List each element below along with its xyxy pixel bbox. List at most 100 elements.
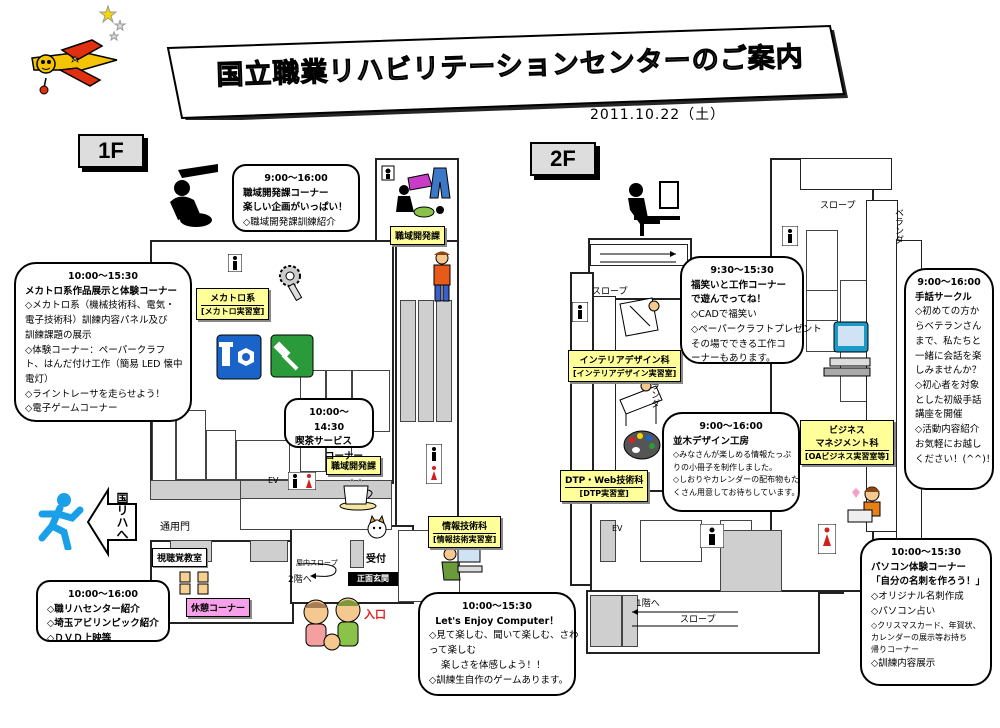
kissa-bubble: 10:00～14:30 喫茶サービス コーナー (284, 398, 374, 462)
restroom-icon (426, 444, 442, 484)
wrench-gear-icon (279, 265, 303, 302)
kyukei-label: 休憩コーナー (186, 598, 251, 617)
elevator-label: EV (612, 524, 623, 533)
interior-label: インテリアデザイン科 [インテリアデザイン実習室] (568, 350, 682, 382)
bubble-line: ◇CADで福笑い (691, 309, 757, 321)
to-kokuriha-label: 国リハへ (115, 492, 129, 540)
business-text-2: マネジメント科 (815, 439, 879, 449)
restroom-icon (818, 524, 836, 554)
bubble-line: 帰りコーナー (871, 645, 919, 655)
bubble-title: 並木デザイン工房 (673, 435, 750, 447)
drafting-desk-icon (619, 380, 663, 426)
computer-icon (823, 321, 871, 377)
interior-text: インテリアデザイン科 (579, 356, 670, 366)
dtp-text: DTP・Web技術科 (565, 476, 644, 486)
bubble-line: ◇体験コーナー：ペーパークラフ (25, 344, 166, 356)
bubble-item: ◇職リハセンター紹介 (47, 603, 140, 615)
pasokon-bubble: 10:00～15:30 パソコン体験コーナー 「自分の名刺を作ろう！」 ◇オリジ… (860, 538, 992, 686)
title-banner (166, 24, 848, 120)
bubble-line: 電子技術科）訓練内容パネル及び (25, 315, 168, 327)
arrow-left-icon (86, 486, 137, 558)
slope-arrow-icon (632, 609, 738, 627)
shokuiki-top-text: 職域開発課 (395, 232, 441, 242)
bubble-line: らベテランさん (915, 321, 982, 333)
slope-label: スロープ (820, 201, 856, 211)
desk-worker-icon (628, 181, 680, 236)
slope-label: スロープ (592, 287, 628, 297)
bubble-title: メカトロ系作品展示と体験コーナー (25, 285, 178, 297)
bubble-title: 職域開発課コーナー (243, 187, 329, 199)
joho-text: 情報技術科 (442, 522, 488, 532)
floor-2f-label: 2F (530, 142, 596, 176)
bubble-line: まで、私たちと (915, 335, 982, 347)
bubble-title: Let's Enjoy Computer！ (435, 615, 559, 627)
bubble-time: 10:00～14:30 (309, 407, 349, 433)
bubble-line: くさん用意してお待ちしています。 (673, 487, 800, 497)
shokuiki-corner-bubble: 9:00～16:00 職域開発課コーナー 楽しい企画がいっぱい！ ◇職域開発課訓… (232, 164, 360, 232)
veranda-label: ベランダ (893, 208, 903, 244)
bubble-line: 楽しさを体感しよう！！ (441, 659, 546, 671)
bubble-time: 10:00～15:30 (68, 271, 138, 282)
bubble-line: お気軽にお越し (915, 438, 982, 450)
joho-label: 情報技術科 [情報技術実習室] (428, 516, 502, 548)
bubble-line: ト、はんだ付け工作（簡易 LED 懐中 (25, 359, 183, 371)
family-icon (303, 597, 361, 651)
bubble-line: ◇パソコン占い (871, 605, 936, 617)
bubble-line: って楽しむ (429, 645, 477, 657)
chairs-icon (179, 571, 209, 595)
restroom-icon (572, 302, 588, 322)
bubble-item: ◇ＤＶＤ上映等 (47, 633, 112, 645)
bubble-time: 9:00～16:00 (917, 277, 981, 288)
bubble-line: ください！(^^)！ (915, 453, 996, 465)
bubble-line: ◇初めての方か (915, 306, 980, 318)
fukuwarai-bubble: 9:30～15:30 福笑いと工作コーナー で遊んでってね！ ◇CADで福笑い … (680, 256, 822, 365)
person-icon (433, 251, 451, 302)
bubble-time: 9:00～16:00 (699, 421, 763, 432)
veranda-label: ベランダ (649, 372, 659, 408)
slope-arrow-icon (297, 563, 337, 579)
interior-sub-text: [インテリアデザイン実習室] (573, 367, 677, 378)
cat-icon (367, 514, 387, 539)
walking-person-icon (38, 493, 84, 550)
service-gate-label: 通用門 (160, 522, 190, 533)
restroom-icon (228, 254, 242, 272)
bubble-line: 講座を開催 (915, 409, 963, 421)
mechatro-bubble: 10:00～15:30 メカトロ系作品展示と体験コーナー ◇メカトロ系（機械技術… (14, 262, 192, 422)
shicho-label: 視聴覚教室 (152, 548, 208, 567)
bubble-title: パソコン体験コーナー (871, 561, 967, 573)
reception-label: 受付 (366, 554, 386, 565)
bubble-item: ◇職域開発課訓練紹介 (243, 217, 336, 229)
joho-sub-text: [情報技術実習室] (433, 533, 497, 544)
bubble-title-2: コーナー (324, 451, 363, 463)
bubble-line: ◇メカトロ系（機械技術科、電気・ (25, 300, 175, 312)
dtp-label: DTP・Web技術科 [DTP実習室] (560, 470, 649, 502)
kyukei-text: 休憩コーナー (191, 604, 246, 614)
computer-bubble: 10:00～15:30 Let's Enjoy Computer！ ◇見て楽しむ… (418, 592, 579, 696)
shokuiki-top-label: 職域開発課 (390, 226, 446, 245)
bubble-item: ◇埼玉アビリンピック紹介 (47, 618, 159, 630)
indoor-slope-label: 屋内スロープ (296, 559, 338, 567)
restroom-icon (700, 524, 724, 548)
bubble-line: ◇ペーパークラフトプレゼント (691, 323, 822, 335)
bubble-line: ◇訓練生自作のゲームあります。 (429, 674, 569, 686)
bubble-time: 10:00～15:30 (891, 547, 961, 558)
bubble-line: ◇オリジナル名刺作成 (871, 591, 964, 603)
slope-arrow-icon (600, 251, 676, 263)
bubble-headline: で遊んでってね！ (691, 294, 767, 306)
bubble-line: 電灯） (25, 374, 54, 386)
bubble-line: ーナーもあります。 (691, 353, 776, 365)
bubble-line: ◇活動内容紹介 (915, 424, 980, 436)
receptionist-icon (847, 486, 881, 523)
bubble-line: ◇電子ゲームコーナー (25, 403, 118, 415)
to-2f-label: 2階へ (288, 575, 312, 585)
bubble-line: ◇訓練内容展示 (871, 657, 936, 669)
stars-icon (98, 4, 127, 42)
shokuiki-mid-label: 職域開発課 (326, 456, 382, 475)
bubble-title: 手話サークル (915, 291, 972, 303)
bubble-line: とした初級手話 (915, 394, 982, 406)
bubble-line: その場でできる工作コ (691, 338, 786, 350)
shokuiki-workers-icon (381, 165, 451, 218)
entrance-label: 入口 (364, 608, 386, 621)
dtp-sub-text: [DTP実習室] (565, 487, 644, 499)
bubble-headline: 「自分の名刺を作ろう！」 (871, 576, 986, 588)
